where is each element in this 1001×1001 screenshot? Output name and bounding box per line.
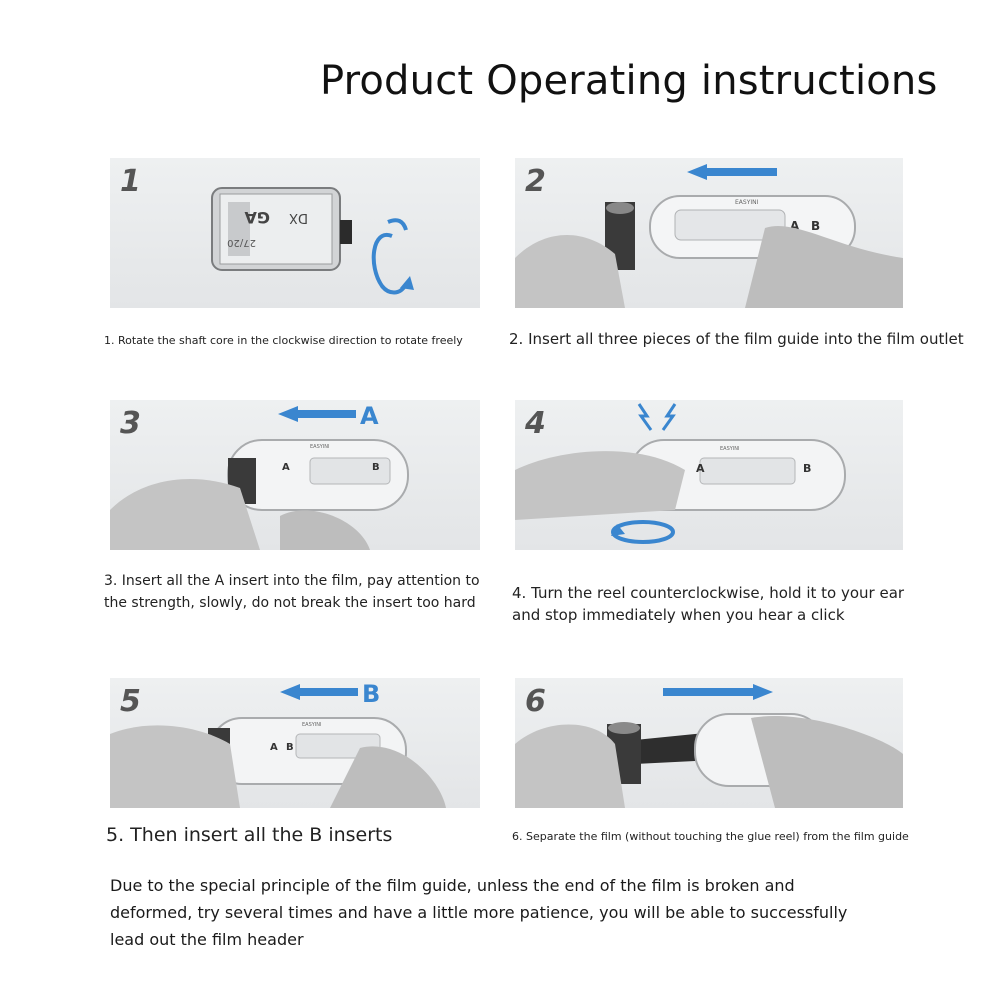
label-b: B [803,462,811,475]
arrow-label-b: B [362,680,380,708]
step-5-image: 5 B A B EASYINI [110,678,480,808]
rotate-arrow-icon [371,232,408,295]
canister-speed-text: 27/20 [227,237,256,248]
brand-text: EASYINI [735,199,759,206]
step-5-caption: 5. Then insert all the B inserts [106,824,393,846]
step-2-image: 2 A B EASYINI [515,158,903,308]
click-sound-icon [637,403,653,431]
step-3-number: 3 [120,406,141,441]
step-1-caption: 1. Rotate the shaft core in the clockwis… [104,334,463,347]
step-4-caption: 4. Turn the reel counterclockwise, hold … [512,584,905,624]
step-1-image: 1 GA DX 27/20 [110,158,480,308]
separate-film-illustration [515,684,903,808]
canister-dx-text: DX [289,210,308,225]
label-b: B [286,742,294,753]
left-arrow-icon [278,406,356,422]
label-b: B [372,462,380,473]
arrow-label-a: A [360,402,379,430]
label-a: A [282,462,290,473]
step-5-number: 5 [120,684,141,719]
brand-text: EASYINI [310,444,330,450]
step-6-image: 6 [515,678,903,808]
insert-a-illustration: A A B EASYINI [110,402,409,550]
footer-note: Due to the special principle of the film… [110,876,848,949]
left-arrow-icon [280,684,358,700]
step-4-image: 4 A B EASYINI [515,400,903,550]
brand-text: EASYINI [302,722,322,728]
step-6-caption: 6. Separate the film (without touching t… [512,830,909,843]
canister-ga-text: GA [244,208,270,227]
label-a: A [696,462,705,475]
step-2-caption: 2. Insert all three pieces of the film g… [509,330,964,348]
brand-text: EASYINI [720,446,740,452]
step-6-number: 6 [525,684,546,719]
label-a: A [790,219,800,233]
step-3-caption: 3. Insert all the A insert into the film… [104,573,480,611]
step-3-image: 3 A A B EASYINI [110,400,480,550]
right-arrow-icon [663,684,773,700]
label-a: A [270,742,278,753]
step-1-number: 1 [120,164,141,199]
page-title: Product Operating instructions [320,58,938,104]
label-b: B [811,219,820,233]
film-canister-illustration: GA DX 27/20 [211,187,414,295]
insert-guide-illustration: A B EASYINI [515,164,903,308]
insert-b-illustration: B A B EASYINI [110,680,446,808]
step-2-number: 2 [525,164,546,199]
turn-reel-illustration: A B EASYINI [515,403,846,544]
left-arrow-icon [687,164,777,180]
step-4-number: 4 [525,406,546,441]
